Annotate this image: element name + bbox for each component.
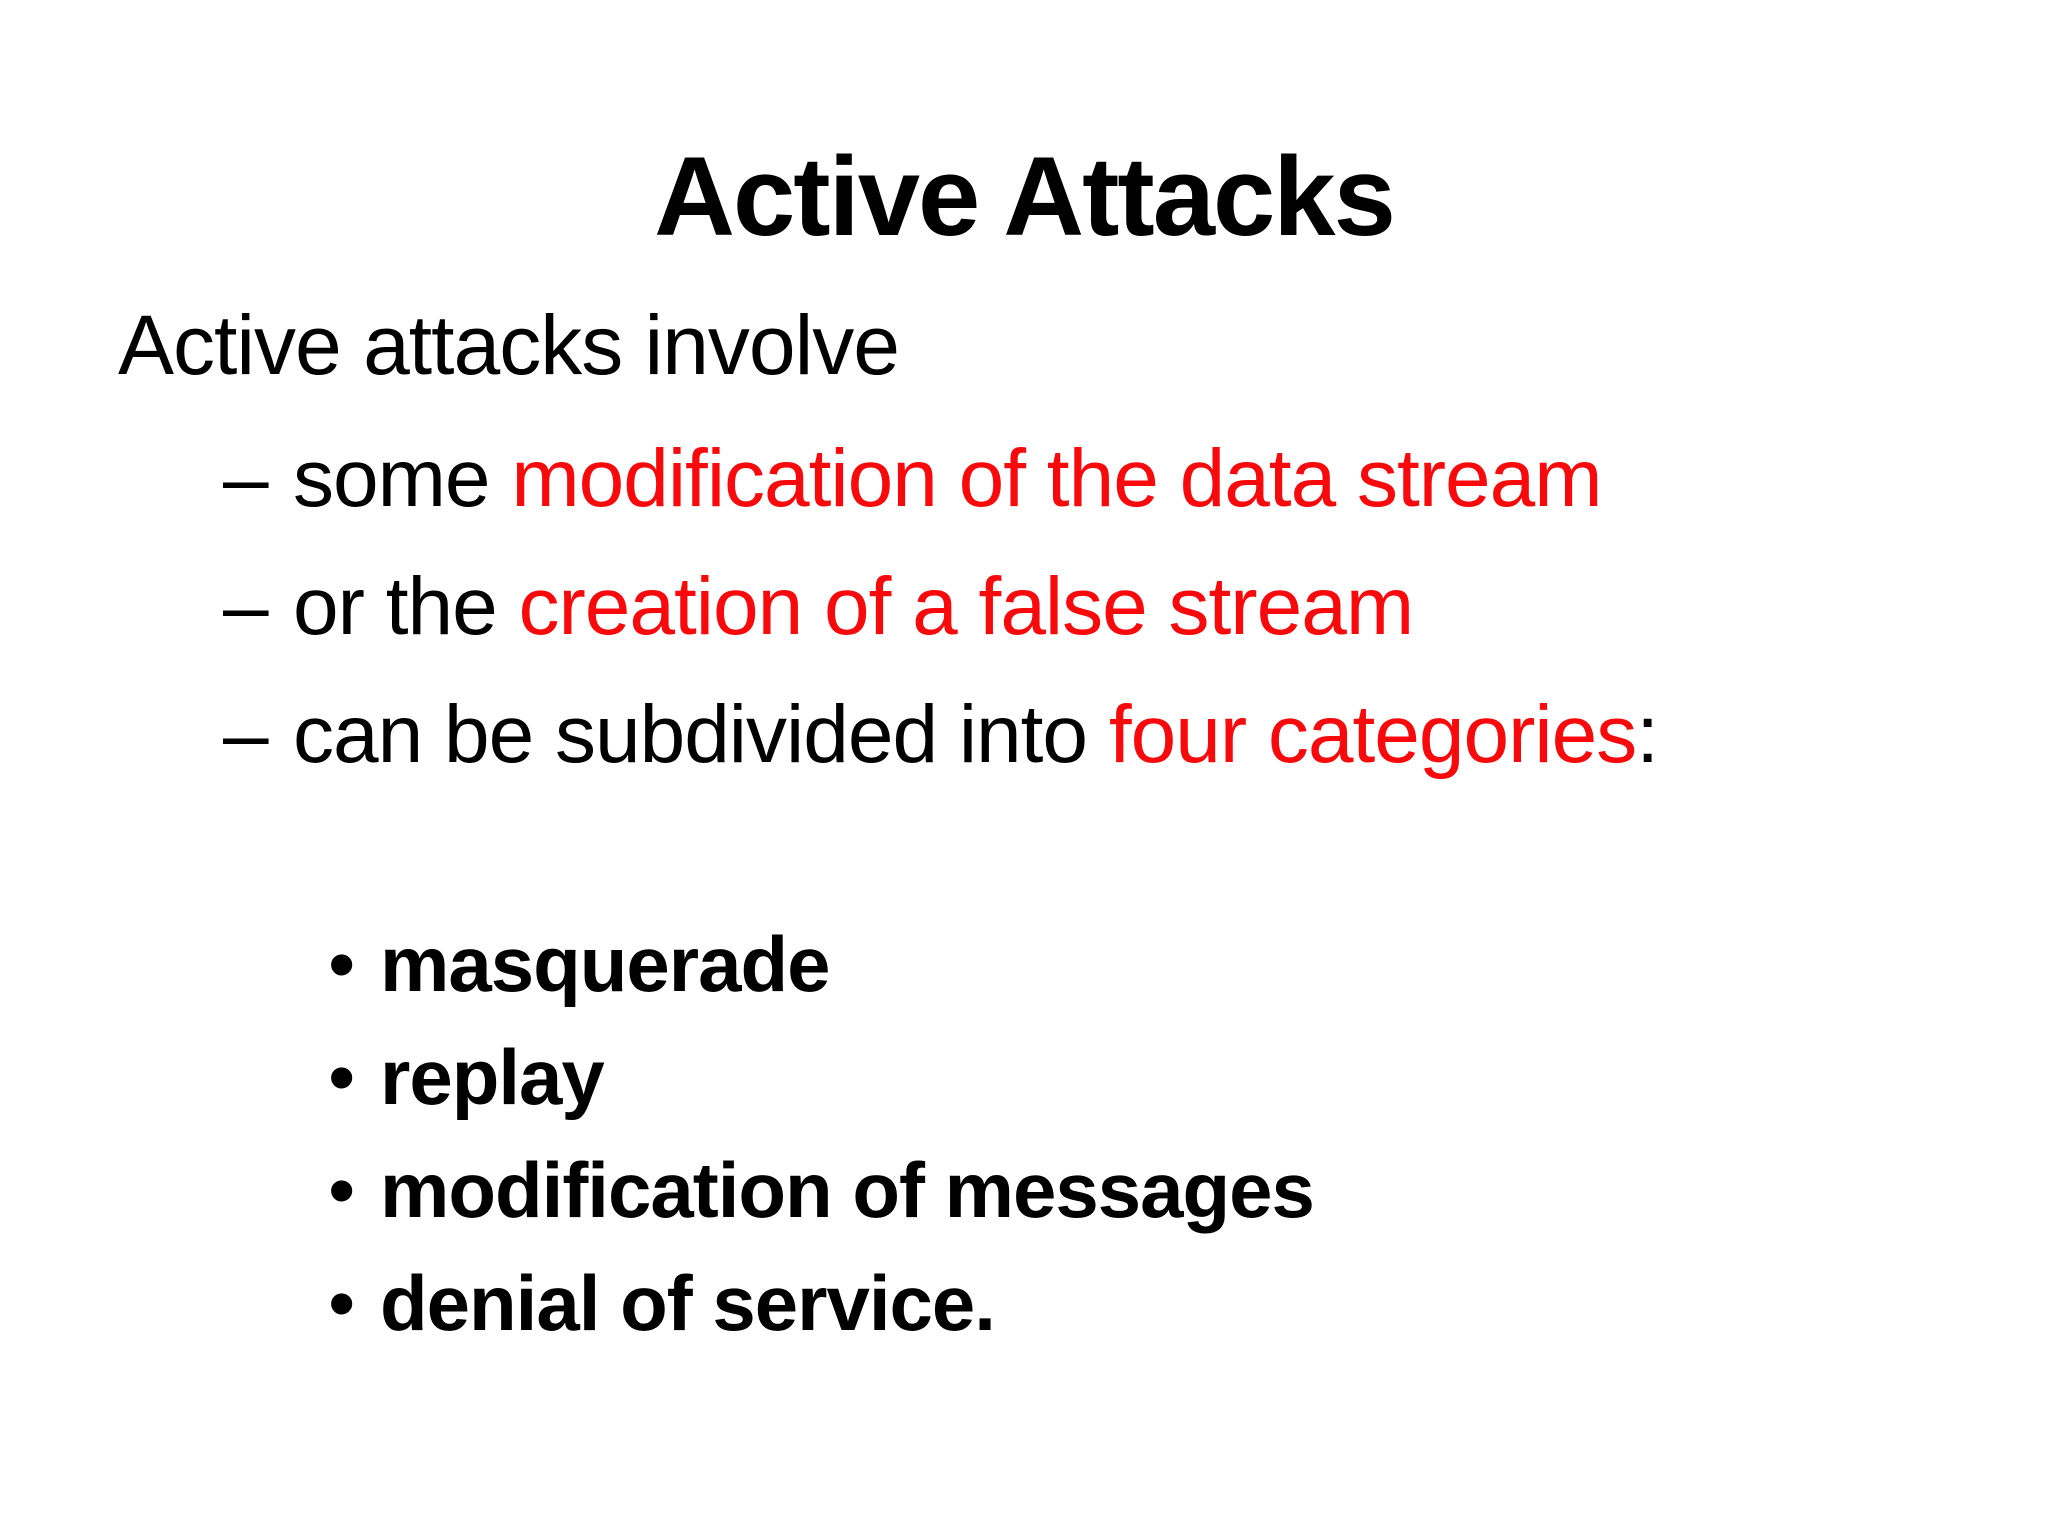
list-item-prefix: or the bbox=[293, 561, 519, 652]
list-item: • denial of service. bbox=[328, 1247, 2048, 1360]
list-item: – can be subdivided into four categories… bbox=[223, 671, 2048, 799]
dot-bullet-marker: • bbox=[328, 1259, 355, 1347]
list-item: • replay bbox=[328, 1021, 2048, 1134]
list-item-suffix: : bbox=[1636, 689, 1659, 780]
list-item-prefix: some bbox=[293, 433, 512, 524]
list-item: – some modification of the data stream bbox=[223, 415, 2048, 543]
list-item-text: some modification of the data stream bbox=[293, 415, 1603, 543]
dot-bullet-marker: • bbox=[328, 1033, 355, 1121]
list-item-text: can be subdivided into four categories: bbox=[293, 671, 1659, 799]
list-item-highlight: four categories bbox=[1108, 689, 1637, 780]
dot-bullet-marker: • bbox=[328, 920, 355, 1008]
dash-bullet-list: – some modification of the data stream –… bbox=[0, 415, 2048, 799]
list-item: – or the creation of a false stream bbox=[223, 543, 2048, 671]
dash-bullet-marker: – bbox=[223, 561, 269, 652]
spacer bbox=[0, 799, 2048, 908]
sub-bullet-list: • masquerade • replay • modification of … bbox=[0, 908, 2048, 1360]
list-item-text: modification of messages bbox=[380, 1146, 1315, 1234]
list-item-text: denial of service. bbox=[380, 1259, 996, 1347]
dot-bullet-marker: • bbox=[328, 1146, 355, 1234]
list-item-text: replay bbox=[380, 1033, 605, 1121]
list-item-highlight: modification of the data stream bbox=[511, 433, 1602, 524]
list-item-text: masquerade bbox=[380, 920, 831, 1008]
list-item-text: or the creation of a false stream bbox=[293, 543, 1414, 671]
list-item-prefix: can be subdivided into bbox=[293, 689, 1109, 780]
list-item-highlight: creation of a false stream bbox=[518, 561, 1414, 652]
intro-text: Active attacks involve bbox=[118, 298, 900, 392]
slide-title: Active Attacks bbox=[654, 134, 1396, 259]
dash-bullet-marker: – bbox=[223, 433, 269, 524]
list-item: • masquerade bbox=[328, 908, 2048, 1021]
dash-bullet-marker: – bbox=[223, 689, 269, 780]
list-item: • modification of messages bbox=[328, 1134, 2048, 1247]
